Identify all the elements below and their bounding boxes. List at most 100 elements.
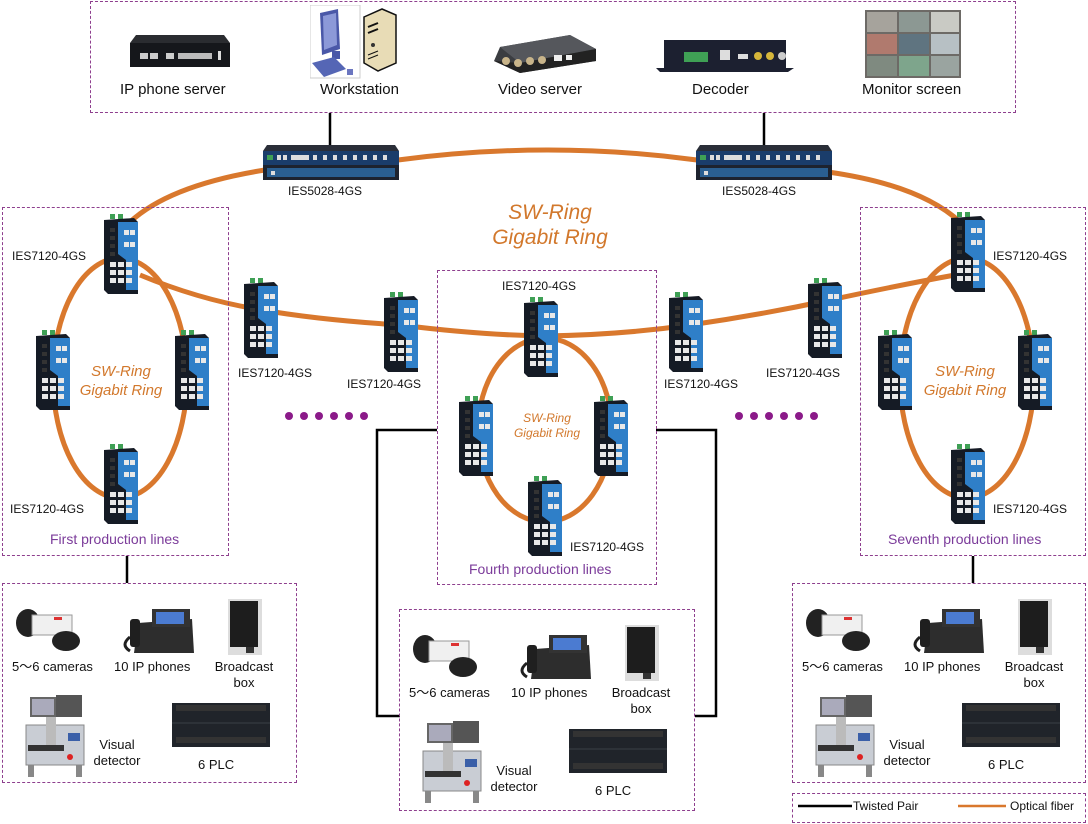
ip-phone-server-icon xyxy=(130,35,230,67)
fourth-production-line-box xyxy=(437,270,657,585)
ring-label-line2: Gigabit Ring xyxy=(79,382,163,399)
monitor-screen-label: Monitor screen xyxy=(862,81,962,98)
switch-label: IES7120-4GS xyxy=(993,249,1068,263)
broadcast-line2: box xyxy=(630,701,652,716)
seventh-line-ring-label: SW-Ring Gigabit Ring xyxy=(920,362,1010,400)
visual-line1: Visual xyxy=(99,737,135,752)
plc-icon xyxy=(569,729,667,773)
first-line-ring-label: SW-Ring Gigabit Ring xyxy=(76,362,166,400)
twisted-pair-link xyxy=(656,428,718,718)
switch-label: IES7120-4GS xyxy=(664,377,739,391)
fiber-main-ring-top xyxy=(397,147,698,163)
ellipsis-dots-left xyxy=(285,412,368,420)
ies7120-switch-icon xyxy=(384,292,420,377)
plc-icon xyxy=(172,703,270,747)
switch-label: IES7120-4GS xyxy=(347,377,422,391)
ring-label-line1: SW-Ring xyxy=(935,363,995,380)
broadcast-box-icon xyxy=(1018,599,1052,655)
fourth-line-ring-label: SW-Ring Gigabit Ring xyxy=(502,411,592,441)
visual-detector-icon xyxy=(422,721,482,803)
legend-optical-fiber-label: Optical fiber xyxy=(1010,799,1075,813)
broadcast-line1: Broadcast xyxy=(611,685,671,700)
switch-label: IES7120-4GS xyxy=(10,502,85,516)
ip-phones-label: 10 IP phones xyxy=(904,659,981,674)
ring-label-line2: Gigabit Ring xyxy=(513,426,581,440)
fiber-link xyxy=(128,167,266,224)
legend-twisted-pair-swatch xyxy=(798,804,852,808)
ring-label-line1: SW-Ring xyxy=(91,363,151,380)
seventh-production-line-title: Seventh production lines xyxy=(888,531,1042,547)
seventh-line-field-devices-box xyxy=(792,583,1086,783)
ies7120-switch-icon xyxy=(459,396,495,481)
ies7120-switch-icon xyxy=(524,297,560,382)
broadcast-line1: Broadcast xyxy=(214,659,274,674)
ip-phone-server-label: IP phone server xyxy=(120,81,226,98)
workstation-icon xyxy=(310,5,397,79)
switch-label: IES7120-4GS xyxy=(502,279,577,293)
ies7120-switch-icon xyxy=(528,476,564,561)
workstation-label: Workstation xyxy=(320,81,399,98)
legend-box xyxy=(792,793,1086,823)
camera-icon xyxy=(16,609,80,651)
visual-line2: detector xyxy=(93,753,141,768)
core-switch-icon xyxy=(263,145,399,180)
switch-label: IES7120-4GS xyxy=(766,366,841,380)
first-line-field-devices-box xyxy=(2,583,297,783)
fourth-line-field-devices-box xyxy=(399,609,695,811)
plc-label: 6 PLC xyxy=(988,757,1025,772)
ies7120-switch-icon xyxy=(36,330,72,415)
switch-label: IES7120-4GS xyxy=(238,366,313,380)
main-ring-line2: Gigabit Ring xyxy=(492,226,608,249)
ies7120-switch-icon xyxy=(594,396,630,481)
ring-label-line2: Gigabit Ring xyxy=(923,382,1007,399)
visual-line2: detector xyxy=(883,753,931,768)
ip-phones-label: 10 IP phones xyxy=(511,685,588,700)
ies7120-switch-icon xyxy=(878,330,914,415)
ies7120-switch-icon xyxy=(669,292,705,377)
ies7120-switch-icon xyxy=(175,330,211,415)
ies7120-switch-icon xyxy=(1018,330,1054,415)
ring-label-line1: SW-Ring xyxy=(523,411,571,425)
legend-optical-fiber-swatch xyxy=(958,804,1006,808)
fourth-production-line-title: Fourth production lines xyxy=(469,561,612,577)
visual-line1: Visual xyxy=(889,737,925,752)
switch-label: IES7120-4GS xyxy=(570,540,645,554)
video-server-icon xyxy=(494,35,596,73)
ies7120-switch-icon xyxy=(951,212,987,297)
ip-phone-icon xyxy=(913,609,984,653)
twisted-pair-link xyxy=(375,428,437,718)
decoder-label: Decoder xyxy=(692,81,749,98)
plc-icon xyxy=(962,703,1060,747)
camera-icon xyxy=(413,635,477,677)
core-switch-label: IES5028-4GS xyxy=(288,184,363,198)
ies7120-switch-icon xyxy=(104,444,140,529)
main-ring-line1: SW-Ring xyxy=(508,201,592,224)
visual-line2: detector xyxy=(490,779,538,794)
broadcast-line2: box xyxy=(233,675,255,690)
broadcast-box-icon xyxy=(228,599,262,655)
broadcast-box-icon xyxy=(625,625,659,681)
fiber-link xyxy=(827,169,962,224)
ies7120-switch-icon xyxy=(951,444,987,529)
plc-label: 6 PLC xyxy=(198,757,235,772)
cameras-label: 5～6 cameras xyxy=(802,659,883,674)
broadcast-line1: Broadcast xyxy=(1004,659,1064,674)
cameras-label: 5～6 cameras xyxy=(12,659,93,674)
core-switch-icon xyxy=(696,145,832,180)
first-production-line-title: First production lines xyxy=(50,531,180,547)
ies7120-switch-icon xyxy=(104,214,140,299)
monitor-screen-icon xyxy=(865,10,961,78)
broadcast-line2: box xyxy=(1023,675,1045,690)
camera-icon xyxy=(806,609,870,651)
visual-line1: Visual xyxy=(496,763,532,778)
